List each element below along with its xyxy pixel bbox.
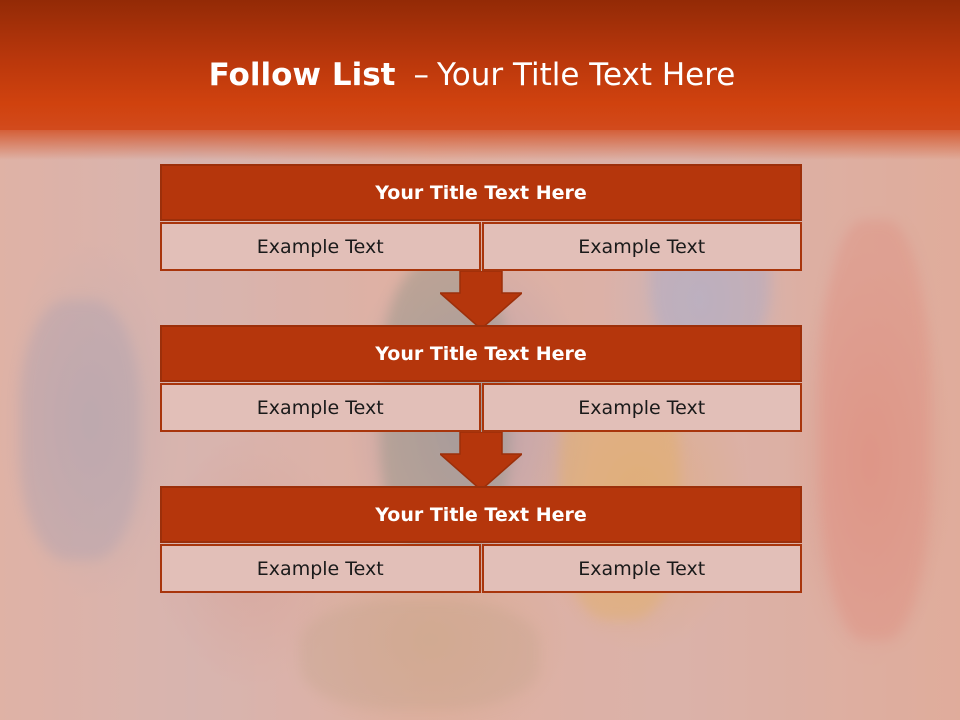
slide-title: Follow List–Your Title Text Here (0, 52, 944, 98)
title-bold: Follow List (208, 57, 396, 93)
header-band (0, 0, 960, 130)
block-cell-right: Example Text (481, 544, 802, 593)
block-heading: Your Title Text Here (160, 325, 802, 382)
block-cell-left: Example Text (160, 222, 481, 271)
block-row: Example Text Example Text (160, 383, 802, 432)
flow-block-1: Your Title Text Here Example Text Exampl… (160, 164, 802, 271)
header-fade (0, 126, 960, 160)
down-arrow-icon (440, 271, 522, 329)
block-cell-left: Example Text (160, 544, 481, 593)
block-cell-right: Example Text (481, 222, 802, 271)
title-rest: Your Title Text Here (436, 57, 736, 93)
flow-block-3: Your Title Text Here Example Text Exampl… (160, 486, 802, 593)
block-cell-left: Example Text (160, 383, 481, 432)
block-row: Example Text Example Text (160, 544, 802, 593)
block-heading: Your Title Text Here (160, 486, 802, 543)
block-cell-right: Example Text (481, 383, 802, 432)
flow-block-2: Your Title Text Here Example Text Exampl… (160, 325, 802, 432)
title-dash: – (413, 57, 429, 93)
down-arrow-icon (440, 432, 522, 490)
block-row: Example Text Example Text (160, 222, 802, 271)
block-heading: Your Title Text Here (160, 164, 802, 221)
